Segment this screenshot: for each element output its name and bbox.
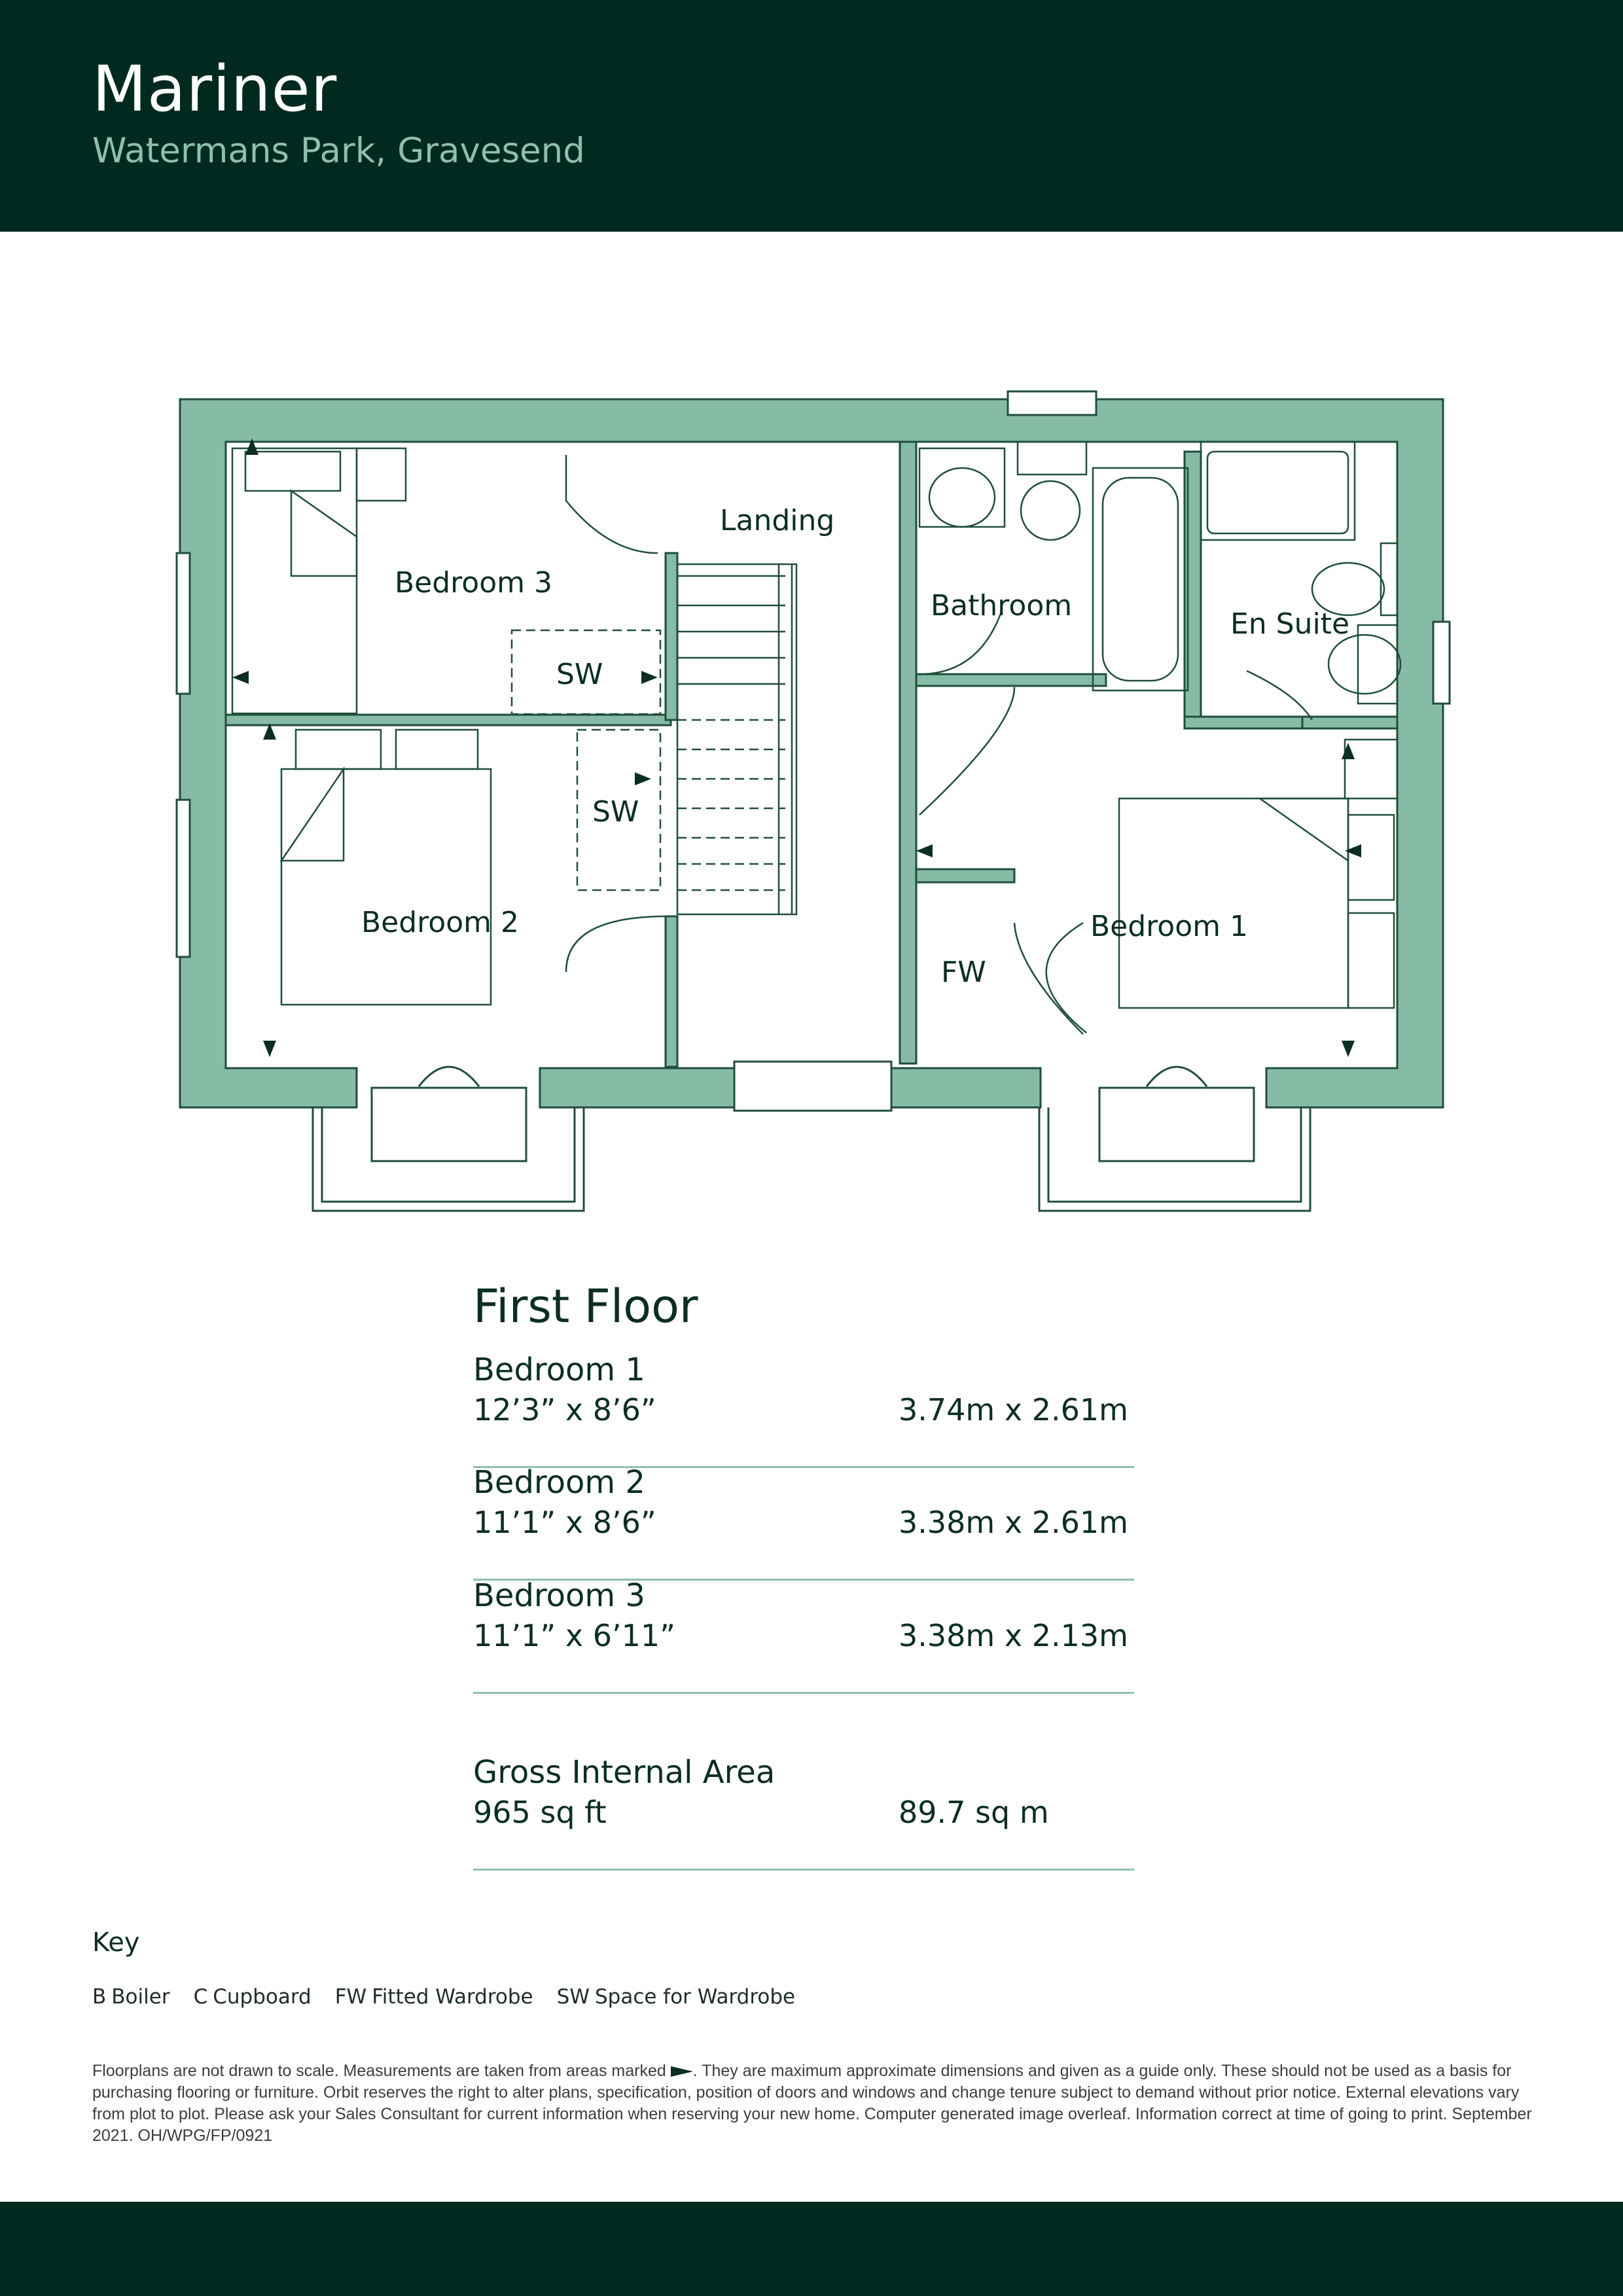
furniture <box>231 440 1402 1035</box>
room-bedroom-2: Bedroom 2 <box>361 906 519 939</box>
room-name: Bedroom 1 <box>473 1352 645 1388</box>
measurement-markers <box>232 439 1361 1057</box>
room-row-bedroom-1: Bedroom 1 12’3” x 8’6” 3.74m x 2.61m <box>473 1352 1134 1468</box>
room-metric: 3.74m x 2.61m <box>899 1392 1128 1427</box>
room-name: Bedroom 3 <box>473 1577 645 1614</box>
room-imperial: 11’1” x 6’11” <box>473 1618 675 1653</box>
room-landing: Landing <box>720 504 834 537</box>
room-sw-bedroom-3: SW <box>556 658 603 691</box>
room-imperial: 12’3” x 8’6” <box>473 1392 656 1427</box>
room-fw: FW <box>941 956 986 989</box>
room-row-bedroom-2: Bedroom 2 11’1” x 8’6” 3.38m x 2.61m <box>473 1464 1134 1581</box>
gia-metric: 89.7 sq m <box>899 1795 1049 1830</box>
bay-windows <box>312 1066 1311 1212</box>
room-bedroom-3: Bedroom 3 <box>395 566 552 600</box>
disclaimer: Floorplans are not drawn to scale. Measu… <box>92 2062 1532 2145</box>
gia-imperial: 965 sq ft <box>473 1795 607 1830</box>
footer-banner <box>0 2202 1623 2296</box>
header-banner: Mariner Watermans Park, Gravesend <box>0 0 1623 232</box>
windows <box>175 390 1451 1112</box>
key-title: Key <box>92 1928 140 1958</box>
room-sw-bedroom-2: SW <box>592 795 639 829</box>
gross-internal-area-row: Gross Internal Area 965 sq ft 89.7 sq m <box>473 1754 1134 1871</box>
room-labels: Bedroom 3 Landing Bathroom En Suite Bedr… <box>361 504 1349 989</box>
room-name: Bedroom 2 <box>473 1464 645 1501</box>
room-metric: 3.38m x 2.13m <box>899 1618 1128 1653</box>
room-imperial: 11’1” x 8’6” <box>473 1505 656 1540</box>
room-metric: 3.38m x 2.61m <box>899 1505 1128 1540</box>
room-en-suite: En Suite <box>1230 607 1349 641</box>
page-title: Mariner <box>92 52 338 126</box>
gia-label: Gross Internal Area <box>473 1754 776 1791</box>
floor-title: First Floor <box>473 1280 698 1333</box>
room-bathroom: Bathroom <box>931 589 1072 622</box>
room-row-bedroom-3: Bedroom 3 11’1” x 6’11” 3.38m x 2.13m <box>473 1577 1134 1694</box>
measurement-arrow-icon <box>670 2066 693 2077</box>
room-bedroom-1: Bedroom 1 <box>1090 910 1248 943</box>
page-subtitle: Watermans Park, Gravesend <box>92 131 585 171</box>
